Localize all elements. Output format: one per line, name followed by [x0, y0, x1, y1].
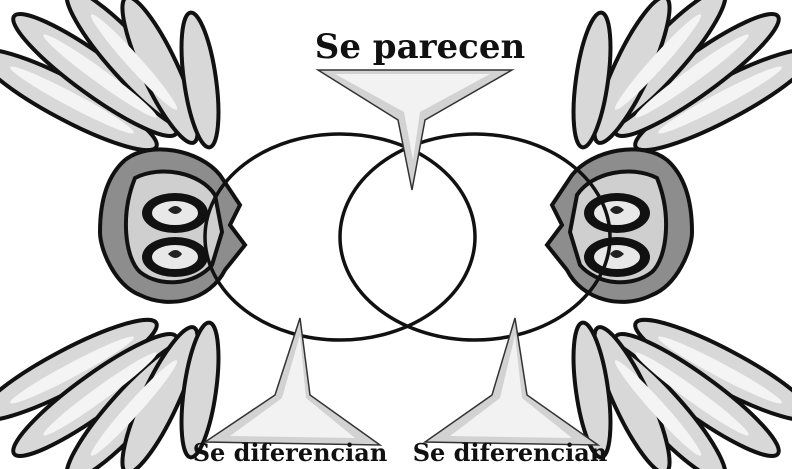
left-owl-lower-wing [0, 305, 225, 469]
differences-right-label: Se diferencian [413, 438, 608, 467]
bottom-left-pointer-arrow [205, 318, 380, 445]
differences-left-label: Se diferencian [193, 438, 388, 467]
similarities-label: Se parecen [315, 27, 525, 67]
left-owl-upper-wing [0, 0, 225, 165]
top-pointer-arrow [318, 70, 512, 190]
left-owl-illustration [0, 0, 245, 469]
right-owl-illustration [547, 0, 792, 469]
right-owl-upper-wing [567, 0, 792, 165]
